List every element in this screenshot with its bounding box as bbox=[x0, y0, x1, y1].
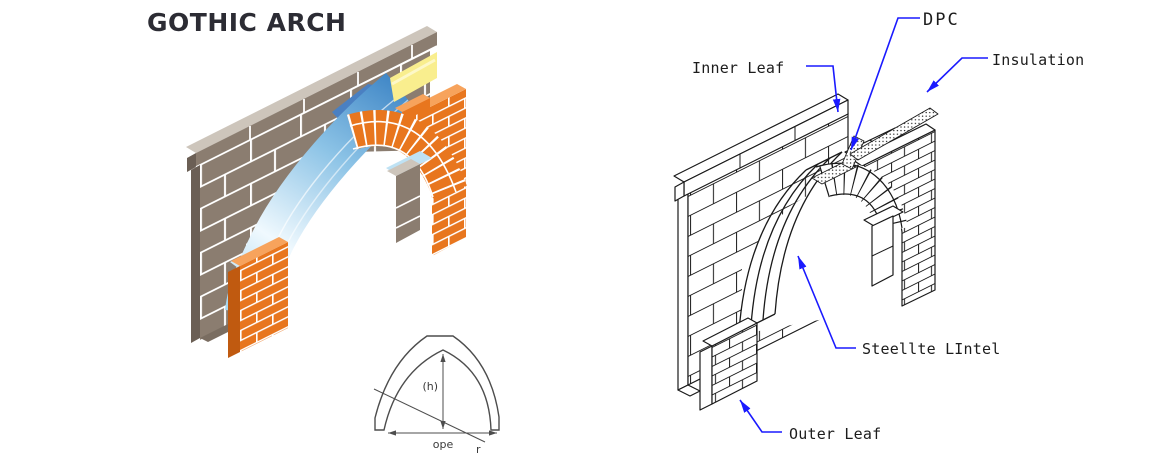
line-cap-beam-end bbox=[674, 181, 685, 202]
line-jamb-joint bbox=[871, 245, 894, 257]
arch-voussoirs bbox=[346, 110, 467, 199]
dpc-leader bbox=[850, 17, 920, 151]
insulation-label: Insulation bbox=[992, 51, 1084, 69]
leader-lines bbox=[739, 17, 988, 433]
line-gothic-arch-drawing: DPC Inner Leaf Insulation Steellte LInte… bbox=[673, 10, 1084, 443]
pier-top-face bbox=[231, 237, 288, 266]
voussoir-extrados bbox=[349, 120, 457, 193]
height-label: (h) bbox=[422, 380, 438, 393]
lintel-line-2 bbox=[750, 163, 819, 327]
line-lintel-soffit bbox=[863, 205, 904, 227]
cap-beam-top bbox=[186, 26, 437, 153]
voussoir-band bbox=[346, 110, 467, 199]
radius-label: r bbox=[476, 443, 481, 456]
insulation-strip bbox=[390, 52, 437, 102]
cap-beam bbox=[186, 26, 438, 172]
pier-face bbox=[240, 242, 288, 352]
cap-beam-face bbox=[196, 32, 437, 167]
outer-leaf-label: Outer Leaf bbox=[789, 425, 881, 443]
line-jamb-column bbox=[863, 205, 904, 287]
lintel-line-1 bbox=[738, 169, 807, 333]
insulation-highlight bbox=[391, 58, 436, 86]
line-cap-beam bbox=[673, 93, 849, 202]
cap-beam-joints bbox=[249, 45, 413, 140]
line-arch-opening-void bbox=[742, 178, 902, 334]
lintel-label: Steellte LIntel bbox=[862, 340, 1000, 358]
voussoir-intrados bbox=[352, 144, 434, 198]
dpc-strip bbox=[811, 160, 857, 185]
jamb-face bbox=[396, 164, 420, 243]
inner-leaf-leader bbox=[806, 65, 841, 113]
opening-label: ope bbox=[433, 438, 454, 451]
lintel-leader bbox=[797, 255, 856, 349]
brick-pier bbox=[228, 237, 288, 358]
arch-geometry-diagram: (h) ope r bbox=[373, 335, 500, 456]
colored-gothic-arch-illustration bbox=[186, 26, 467, 358]
line-cap-beam-joints bbox=[739, 126, 796, 168]
inner-leaf-end-face bbox=[191, 165, 200, 343]
line-pier-side bbox=[699, 345, 713, 411]
arch-opening-void bbox=[246, 150, 435, 318]
jamb-joints bbox=[395, 195, 421, 229]
page-title: GOTHIC ARCH bbox=[147, 8, 347, 37]
jamb-top-face bbox=[387, 159, 420, 176]
insulation-leader bbox=[926, 57, 988, 93]
inner-leaf-label: Inner Leaf bbox=[692, 59, 784, 77]
cap-beam-end bbox=[187, 153, 196, 172]
line-inner-leaf-end bbox=[677, 192, 689, 391]
radius-line bbox=[373, 388, 486, 443]
cap-beam-bed-joint bbox=[195, 45, 438, 168]
jamb-column bbox=[386, 151, 432, 243]
dpc-label: DPC bbox=[923, 10, 960, 30]
line-brick-pier bbox=[699, 317, 758, 411]
pier-side-face bbox=[228, 266, 240, 358]
line-pier-top bbox=[702, 317, 758, 347]
lintel-line-3 bbox=[762, 157, 831, 321]
outer-leaf-leader bbox=[739, 399, 782, 433]
insulation-board bbox=[849, 107, 939, 161]
stepped-brick-top bbox=[395, 94, 430, 112]
line-outer-leaf-top bbox=[852, 123, 936, 167]
arch-ring-outline bbox=[374, 335, 500, 431]
stepped-brick-face bbox=[402, 98, 430, 122]
